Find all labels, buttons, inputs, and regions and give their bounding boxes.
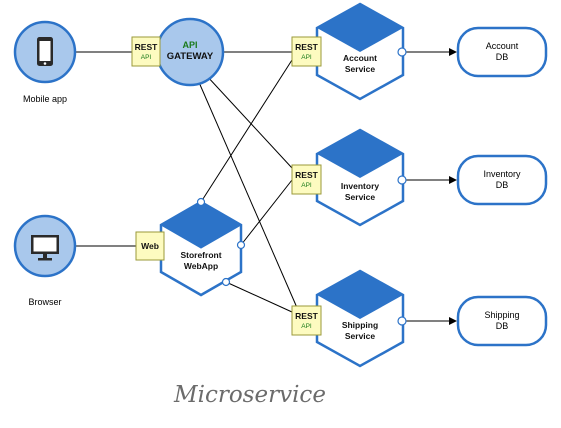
connector-gateway-shipping: [197, 79, 299, 311]
inventory-rest-adapter: REST API: [291, 164, 322, 195]
api-gateway-node: API GATEWAY: [155, 17, 225, 87]
webapp-label-2: WebApp: [184, 261, 218, 271]
storefront-webapp-node: Storefront WebApp: [159, 197, 246, 297]
account-db-shape: [456, 26, 548, 78]
account-service-label-1: Account: [343, 53, 377, 63]
inventory-rest-label: REST: [295, 170, 318, 180]
connector-gateway-inventory: [205, 74, 293, 169]
inventory-service-node: Inventory Service: [315, 128, 407, 227]
shipping-rest-adapter: REST API: [291, 305, 322, 336]
inventory-api-label: API: [301, 182, 312, 189]
shipping-rest-label: REST: [295, 311, 318, 321]
account-service-node: Account Service: [315, 2, 407, 101]
shipping-api-label: API: [301, 323, 312, 330]
gateway-api-label: API: [141, 54, 152, 61]
shipping-db-node: Shipping DB: [456, 295, 548, 347]
connector-webapp-shipping: [225, 281, 293, 313]
browser-node: Browser: [13, 214, 77, 307]
webapp-port-top: [196, 197, 206, 207]
account-db-node: Account DB: [456, 26, 548, 78]
webapp-port-bottom: [221, 277, 231, 287]
api-gateway-label-bottom: GATEWAY: [167, 51, 214, 62]
browser-label: Browser: [28, 297, 61, 307]
web-adapter-label: Web: [141, 241, 159, 251]
shipping-db-shape: [456, 295, 548, 347]
inventory-hex-top: [317, 130, 403, 178]
mobile-app-node: Mobile app: [13, 20, 77, 104]
inventory-service-label-1: Inventory: [341, 181, 380, 191]
shipping-db-label-2: DB: [496, 321, 509, 331]
webapp-web-adapter: Web: [135, 231, 165, 261]
account-service-port: [397, 47, 407, 57]
shipping-service-label-1: Shipping: [342, 320, 378, 330]
account-db-label-2: DB: [496, 52, 509, 62]
mobile-app-label: Mobile app: [23, 94, 67, 104]
shipping-service-port: [397, 316, 407, 326]
diagram-caption: Microservice: [174, 382, 326, 408]
inventory-service-label-2: Service: [345, 192, 376, 202]
monitor-icon: [31, 235, 59, 261]
inventory-db-shape: [456, 154, 548, 206]
inventory-db-node: Inventory DB: [456, 154, 548, 206]
inventory-db-label-2: DB: [496, 180, 509, 190]
inventory-db-label-1: Inventory: [483, 169, 521, 179]
shipping-hex-top: [317, 271, 403, 319]
mobile-phone-icon: [37, 37, 53, 66]
inventory-service-port: [397, 175, 407, 185]
account-db-label-1: Account: [486, 41, 519, 51]
webapp-label-1: Storefront: [180, 250, 221, 260]
gateway-rest-label: REST: [135, 42, 158, 52]
connectors: [75, 48, 457, 325]
shipping-service-label-2: Service: [345, 331, 376, 341]
account-service-label-2: Service: [345, 64, 376, 74]
shipping-db-label-1: Shipping: [484, 310, 519, 320]
account-hex-top: [317, 4, 403, 52]
account-api-label: API: [301, 54, 312, 61]
account-rest-label: REST: [295, 42, 318, 52]
webapp-port-right: [236, 240, 246, 250]
connector-webapp-account: [200, 59, 293, 203]
connector-webapp-inventory: [240, 179, 293, 246]
api-gateway-label-top: API: [182, 40, 197, 50]
webapp-hex-top: [159, 201, 243, 249]
shipping-service-node: Shipping Service: [315, 269, 407, 368]
gateway-rest-adapter: REST API: [131, 36, 161, 67]
account-rest-adapter: REST API: [291, 36, 322, 67]
